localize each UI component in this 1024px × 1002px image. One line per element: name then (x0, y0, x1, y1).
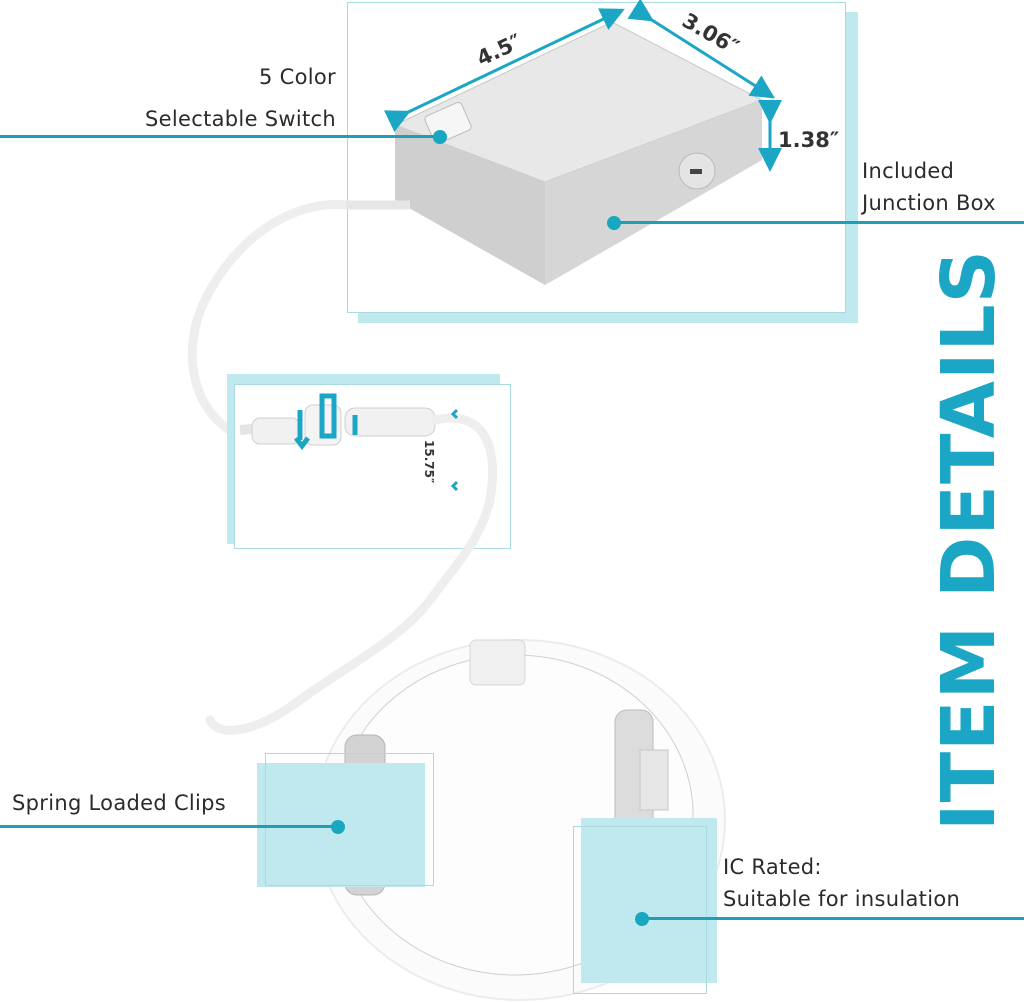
switch-callout-dot (433, 130, 447, 144)
connector-frame (234, 384, 511, 549)
ic-rated-label-line1: IC Rated: (723, 855, 822, 879)
ic-rated-frame (573, 826, 707, 994)
item-details-title: ITEM DETAILS (926, 249, 1012, 831)
switch-label-line1: 5 Color (259, 65, 336, 89)
spring-clips-leader-line (0, 825, 338, 828)
dimension-height: 1.38″ (778, 128, 840, 152)
ic-rated-callout-dot (635, 912, 649, 926)
ic-rated-frame-shadow (581, 818, 717, 983)
junction-box-frame (347, 2, 846, 313)
switch-label-line2: Selectable Switch (145, 107, 336, 131)
spring-clips-label: Spring Loaded Clips (12, 791, 227, 815)
junction-box-label-line2: Junction Box (862, 191, 996, 215)
junction-box-label-line1: Included (862, 159, 955, 183)
spring-clips-callout-dot (331, 820, 345, 834)
ic-rated-label-line2: Suitable for insulation (723, 887, 961, 911)
ic-rated-leader-line (642, 917, 1024, 920)
junction-box-leader-line (614, 221, 1024, 224)
switch-leader-line (0, 135, 440, 138)
spring-clips-frame (265, 753, 434, 886)
junction-box-callout-dot (607, 216, 621, 230)
